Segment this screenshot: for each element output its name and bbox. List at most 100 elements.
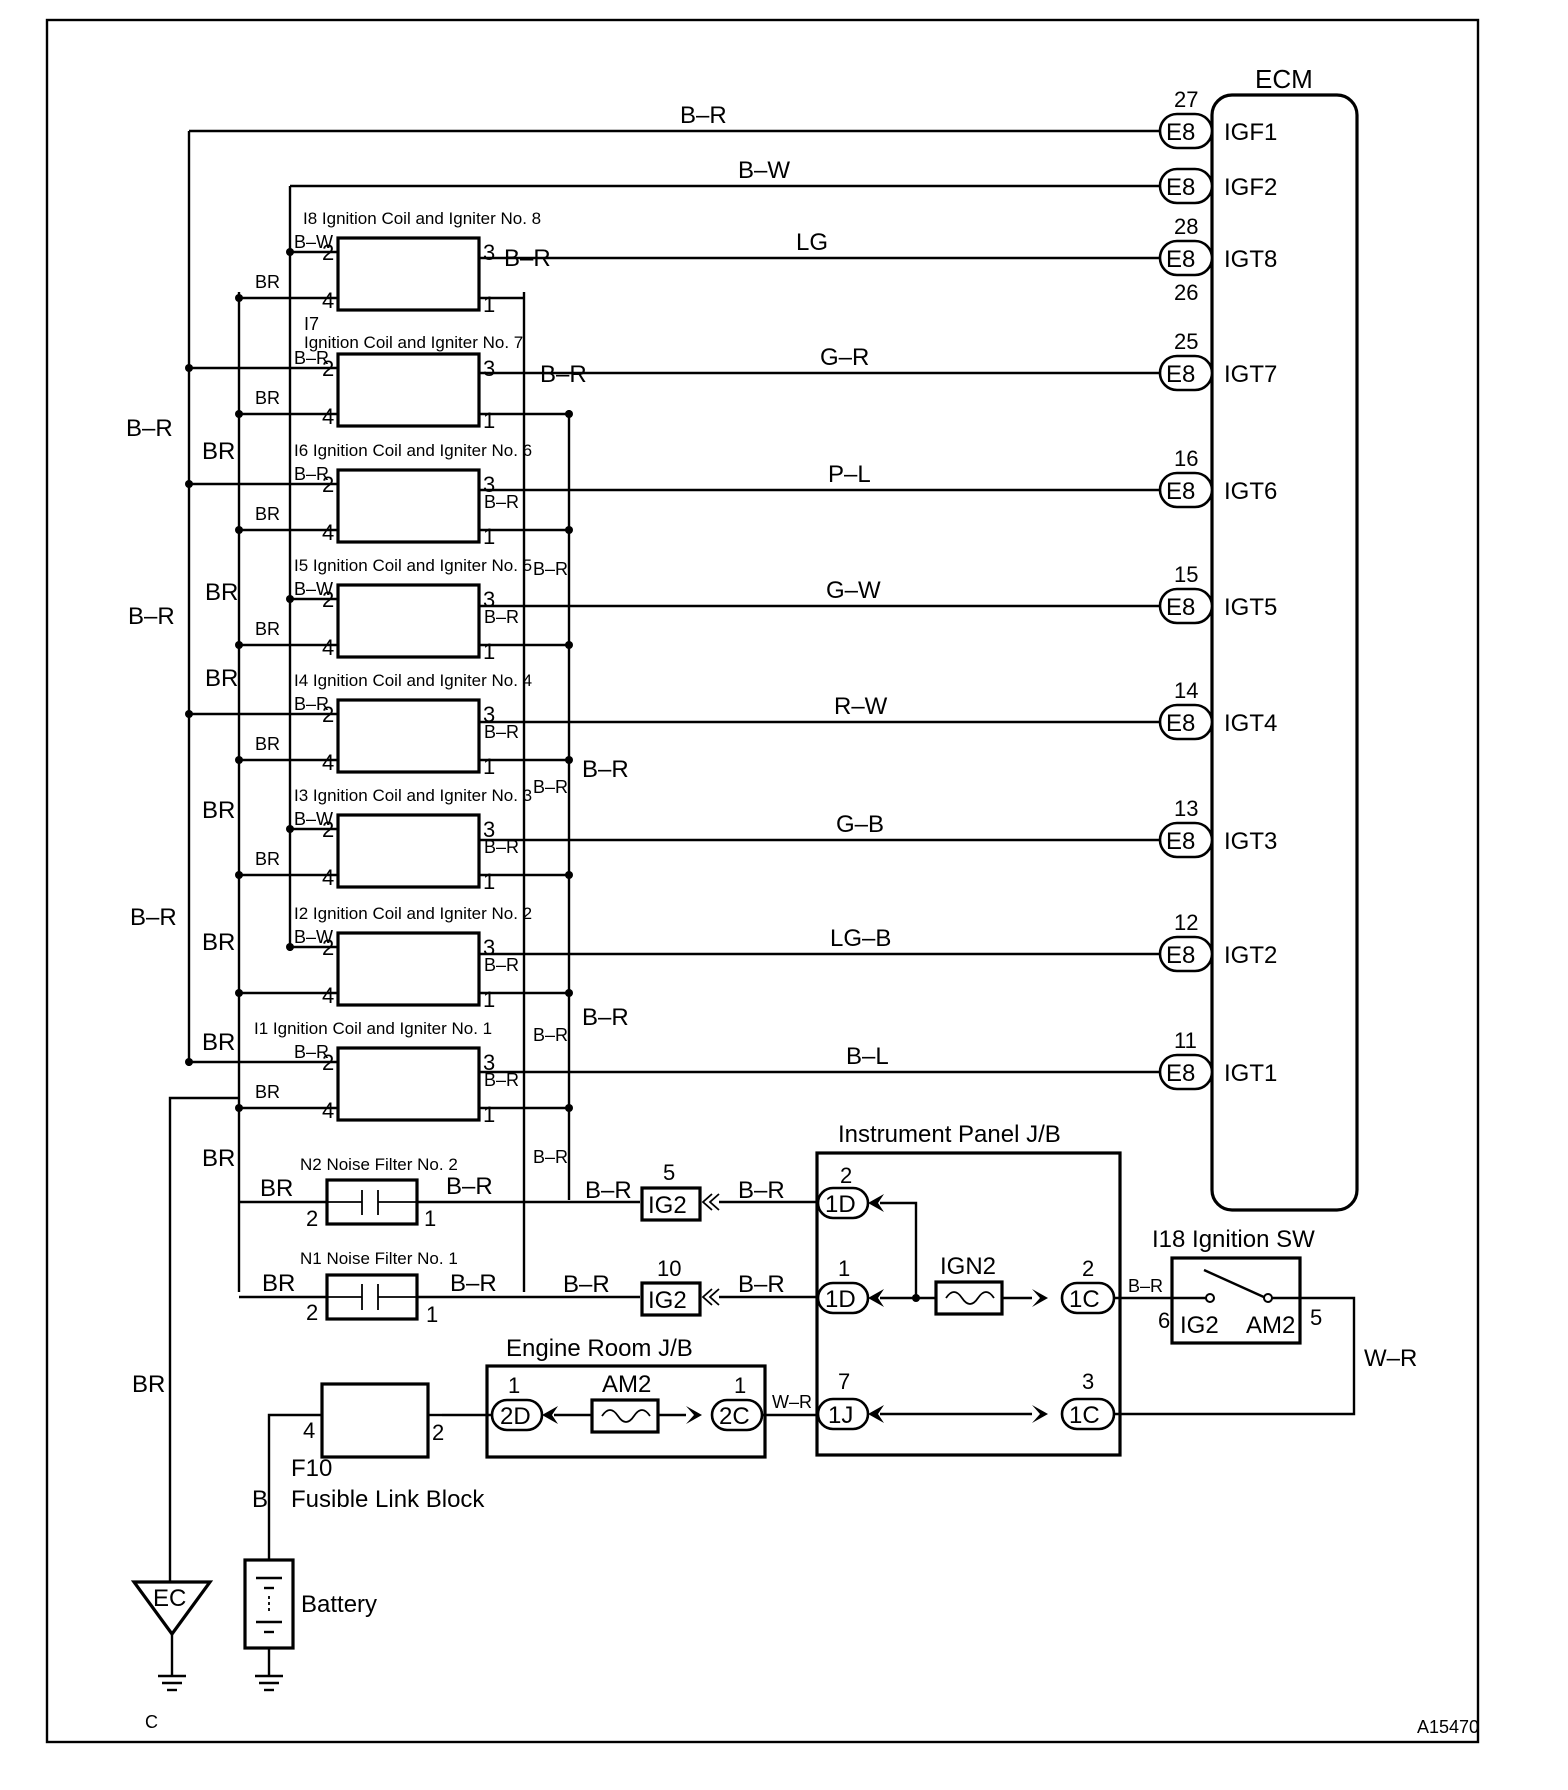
jb-1d-top-pin: 2	[840, 1163, 852, 1188]
coil-title: I3 Ignition Coil and Igniter No. 3	[294, 786, 532, 805]
jb-1c-top-pin: 2	[1082, 1256, 1094, 1281]
ecm-pin-number: 11	[1174, 1028, 1197, 1053]
jb-1c-bottom-label: 1C	[1069, 1402, 1100, 1429]
nf1-wire-right: B–R	[450, 1270, 497, 1297]
coil-pin-3: 3	[483, 1050, 495, 1075]
ecm-block: ECM	[1210, 64, 1359, 1212]
ecm-wire-label: B–R	[680, 102, 727, 129]
ignition-switch: I18 Ignition SW IG2 AM2 6 5 B–R W–R	[1114, 1226, 1417, 1416]
ecm-pin-number: 13	[1174, 796, 1198, 821]
coil-wire-4: BR	[255, 388, 280, 408]
ecm-pin-number: 12	[1174, 910, 1198, 935]
ecm-terminal-name: IGT8	[1224, 246, 1277, 273]
ignition-sw-am2: AM2	[1246, 1312, 1295, 1339]
ecm-pin-number: 14	[1174, 678, 1198, 703]
coil-pin-1: 1	[483, 408, 495, 433]
bus-right-small-3: B–R	[533, 1025, 568, 1045]
coil-pin-4: 4	[322, 983, 334, 1008]
ignition-sw-pin-left: 6	[1158, 1308, 1170, 1333]
bus-lines	[168, 131, 571, 1598]
nf1-wire-left: BR	[262, 1270, 295, 1297]
coil-wire-1: B–R	[484, 955, 519, 975]
jb-1j-label: 1J	[828, 1402, 853, 1429]
ecm-conn-label: E8	[1166, 246, 1195, 273]
coil-pin-2: 2	[322, 702, 334, 727]
ground-letter: C	[145, 1712, 158, 1732]
instrument-panel-jb: Instrument Panel J/B 2 1D 1 1D IGN2 2 1C…	[815, 1121, 1122, 1457]
coil-title: I5 Ignition Coil and Igniter No. 5	[294, 556, 532, 575]
ig2-10-pin: 10	[657, 1256, 681, 1281]
bus-right-label-2: B–R	[582, 1004, 629, 1031]
ground-ec-label: EC	[153, 1585, 186, 1612]
br-mid-label-4: BR	[202, 797, 235, 824]
coil-wire-4: BR	[255, 504, 280, 524]
engine-jb-title: Engine Room J/B	[506, 1335, 693, 1362]
am2-fuse-label: AM2	[602, 1371, 651, 1398]
ecm-title: ECM	[1255, 64, 1313, 94]
coil-wire-4: BR	[255, 619, 280, 639]
coil-pin-4: 4	[322, 288, 334, 313]
coil-pin-1: 1	[483, 869, 495, 894]
coil-title: I4 Ignition Coil and Igniter No. 4	[294, 671, 532, 690]
ecm-wire-label: B–W	[738, 157, 790, 184]
coil-wire-1: B–R	[484, 722, 519, 742]
coil-pin-3: 3	[483, 587, 495, 612]
ecm-terminal-name: IGT5	[1224, 594, 1277, 621]
coil-pin-3: 3	[483, 240, 495, 265]
br-mid-label-2: BR	[205, 579, 238, 606]
ig2-10-wire-left: B–R	[563, 1271, 610, 1298]
jb-1j-pin: 7	[838, 1369, 850, 1394]
nf2-pin-right: 1	[424, 1206, 436, 1231]
ig2-connector-5: 5 IG2 B–R B–R	[585, 1160, 818, 1222]
bus-right-small-2: B–R	[533, 777, 568, 797]
ecm-terminal-name: IGF1	[1224, 119, 1277, 146]
ignition-sw-pin-right: 5	[1310, 1305, 1322, 1330]
coil-pin-3: 3	[483, 702, 495, 727]
coil-pin-1: 1	[483, 987, 495, 1012]
ecm-conn-label: E8	[1166, 174, 1195, 201]
ecm-terminal-name: IGT1	[1224, 1060, 1277, 1087]
br-outer-label-2: B–R	[128, 603, 175, 630]
coil-pin-3: 3	[483, 356, 495, 381]
ig2-10-wire-right: B–R	[738, 1271, 785, 1298]
fusible-name: Fusible Link Block	[291, 1486, 485, 1513]
coil-pin-1: 1	[483, 524, 495, 549]
engine-2d-pin: 1	[508, 1373, 520, 1398]
ecm-conn-label: E8	[1166, 942, 1195, 969]
fusible-id: F10	[291, 1455, 332, 1482]
engine-jb-wire-out: W–R	[772, 1392, 812, 1412]
ecm-conn-label: E8	[1166, 119, 1195, 146]
ecm-conn-label: E8	[1166, 710, 1195, 737]
br-outer-label-1: B–R	[126, 415, 173, 442]
coil-wire-2: B–W	[294, 809, 333, 829]
ecm-terminal-name: IGT2	[1224, 942, 1277, 969]
battery-label: Battery	[301, 1591, 377, 1618]
fusible-link-block: 4 2 F10 Fusible Link Block B	[252, 1382, 485, 1560]
coil-wire-1: B–R	[484, 492, 519, 512]
jb-1c-top-label: 1C	[1069, 1286, 1100, 1313]
coil-wire-1: B–R	[484, 1070, 519, 1090]
bus-right-small-4: B–R	[533, 1147, 568, 1167]
br-mid-label-3: BR	[205, 665, 238, 692]
br-mid-label-5: BR	[202, 929, 235, 956]
fusible-wire: B	[252, 1486, 268, 1513]
ecm-conn-label: E8	[1166, 828, 1195, 855]
coil-pin-2: 2	[322, 935, 334, 960]
coil-wire-4: BR	[255, 734, 280, 754]
ecm-wire-label: G–B	[836, 811, 884, 838]
ig2-connector-10: 10 IG2 B–R B–R	[563, 1256, 818, 1317]
coil-title: I8 Ignition Coil and Igniter No. 8	[303, 209, 541, 228]
ecm-conn-label: E8	[1166, 361, 1195, 388]
coil-pin-1: 1	[483, 639, 495, 664]
coil-wire-2: B–W	[294, 232, 333, 252]
coil-pin-3: 3	[483, 935, 495, 960]
